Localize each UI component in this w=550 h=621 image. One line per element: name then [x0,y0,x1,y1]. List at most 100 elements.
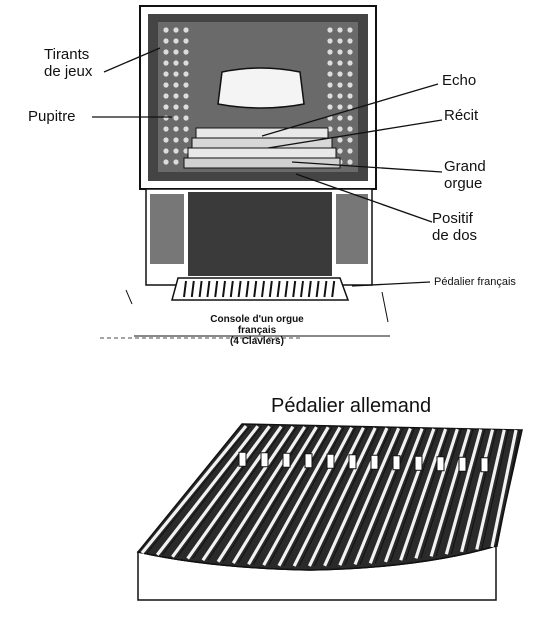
pedal-key [155,425,260,556]
label-grand-orgue: Grand orgue [444,158,486,192]
pedal-key [201,425,295,562]
console-caption: Console d'un orgue français (4 Claviers) [172,314,342,347]
pedal-sharp [370,454,379,470]
pedal-key-edge [207,426,298,561]
pedal-key [186,425,283,560]
stop-knob [347,38,353,44]
label-tirants-de-jeux: Tirants de jeux [44,46,92,80]
pedal-key [490,429,518,548]
stop-knob [327,71,333,77]
pedal-key [206,280,211,298]
stop-knob [183,49,189,55]
pedal-key [253,280,258,298]
stop-knob [163,82,169,88]
pedal-key-edge [313,427,380,567]
pedal-key [399,428,448,561]
stop-knob [337,115,343,121]
stop-knob [327,60,333,66]
pedal-key [237,280,242,298]
pedal-key [247,426,330,566]
stop-knob [183,148,189,154]
pedal-key [198,280,203,298]
pedal-key [429,428,471,557]
stop-knob [173,38,179,44]
pedal-key [222,280,226,298]
pedal-key-edge [192,426,286,559]
stop-knob [327,126,333,132]
stop-knob [337,38,343,44]
stop-knob [347,148,353,154]
stop-knob [183,137,189,143]
stop-knob [347,137,353,143]
pedal-key-edge [390,428,439,563]
pedal-key [276,280,281,298]
label-recit: Récit [444,107,479,124]
stop-knob [173,115,179,121]
label-grand-orgue-line1: Grand [444,158,486,175]
stop-knob [173,104,179,110]
pedal-key-edge [283,427,357,566]
caption-line2: français [237,325,277,336]
stop-knob [163,137,169,143]
pedal-key-edge [329,427,392,567]
stop-knob [173,93,179,99]
pedal-key [414,428,459,559]
pedal-sharp [480,457,489,473]
pedal-key [444,429,483,555]
stop-knob [183,104,189,110]
pedalier-allemand-title: Pédalier allemand [271,395,432,417]
pedal-key-edge [344,428,404,566]
stop-knob [183,60,189,66]
pedal-key [140,424,248,555]
stop-knob [163,148,169,154]
stop-knob [183,93,189,99]
pedal-key-edge [146,425,251,554]
stop-knob [163,60,169,66]
pedal-key-edge [253,426,333,565]
pedal-key-edge [298,427,368,567]
pedal-key [460,429,495,553]
stop-knob [163,115,169,121]
stop-knob [173,60,179,66]
pedal-key [331,280,336,298]
label-pupitre: Pupitre [28,108,76,125]
stop-knob [337,93,343,99]
pedal-key [307,427,377,567]
pedal-key [292,427,365,567]
stop-knob [173,137,179,143]
pedal-key-edge [374,428,427,564]
stop-knob [327,27,333,33]
label-positif-line1: Positif [432,210,473,227]
stop-knob [337,82,343,88]
stop-knob [173,148,179,154]
pedalier-allemand-drawing [136,423,523,601]
caption-line3: (4 Claviers) [230,336,284,347]
pedal-sharp [348,454,357,470]
stop-knob [183,126,189,132]
pedal-key [214,280,219,298]
pedal-key [216,426,307,563]
stop-knob [163,104,169,110]
stop-knob [163,27,169,33]
pedal-key-edge [435,429,474,557]
stop-knob [163,38,169,44]
label-positif-de-dos: Positif de dos [432,210,477,244]
stop-knob [163,49,169,55]
pedal-key [245,280,250,298]
pedal-key-edge [420,428,462,559]
stop-knob [173,126,179,132]
stop-knob [173,71,179,77]
stop-knob [337,27,343,33]
stop-knob [347,159,353,165]
pedal-key [231,426,318,564]
stop-knob [163,71,169,77]
pedal-key [190,280,195,298]
pedal-sharp [260,452,269,468]
pedal-key [323,280,328,298]
stop-knob [327,49,333,55]
keyboards [183,127,341,169]
stop-knob [183,27,189,33]
pedal-key-edge [268,427,345,566]
organ-console-drawing [100,5,390,339]
caption-line1: Console d'un orgue [210,314,304,325]
